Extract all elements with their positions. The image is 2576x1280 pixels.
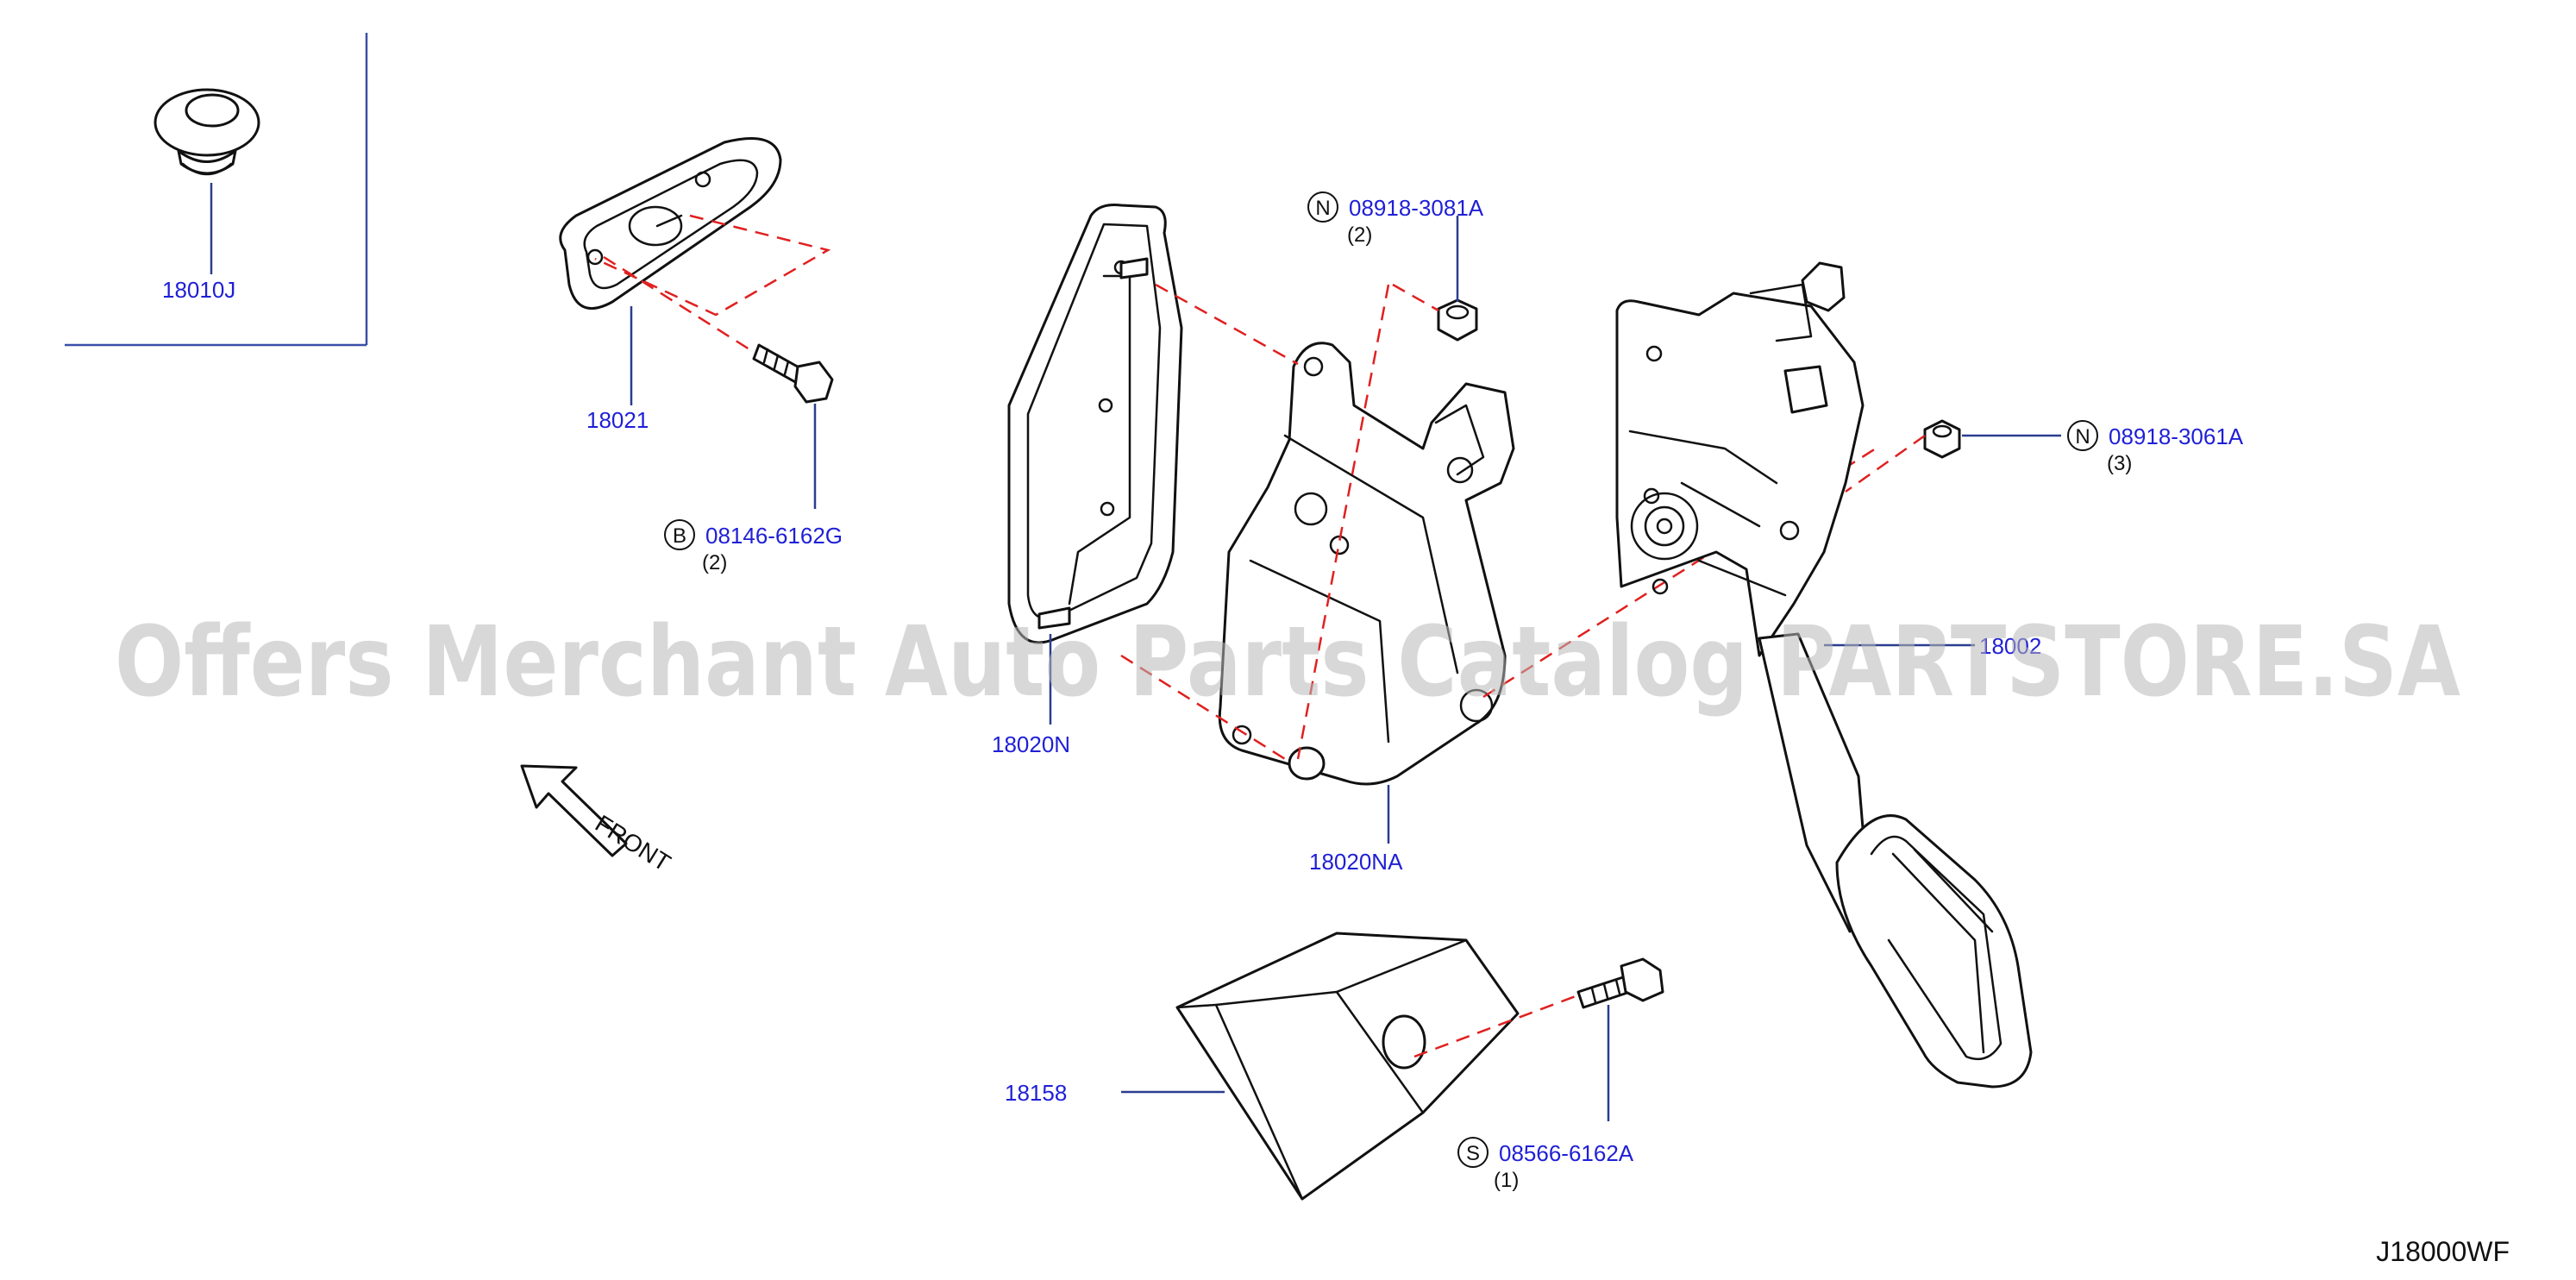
label-18020na[interactable]: 18020NA <box>1309 849 1403 875</box>
part-08918-3061a-nut[interactable] <box>1923 419 1961 459</box>
symbol-n-1: N <box>1315 197 1330 220</box>
part-18020na-bracket[interactable] <box>1218 342 1515 786</box>
fastener-symbol-circle-n2 <box>2067 420 2098 451</box>
part-18020n-plate[interactable] <box>1007 204 1183 644</box>
callout-08918-3081a: N 08918-3081A (2) <box>1307 191 1484 247</box>
qty-08918-3061a: (3) <box>2107 452 2132 475</box>
symbol-n-2: N <box>2075 425 2090 449</box>
qty-08918-3081a: (2) <box>1347 223 1372 247</box>
dash-cover-screw <box>1413 992 1583 1058</box>
watermark-text: Offers Merchant Auto Parts Catalog PARTS… <box>115 606 2460 718</box>
label-18158[interactable]: 18158 <box>1005 1080 1067 1106</box>
front-arrow-icon <box>520 764 628 857</box>
label-18002[interactable]: 18002 <box>1979 633 2041 659</box>
symbol-s: S <box>1466 1142 1480 1165</box>
part-18158-cover[interactable] <box>1175 932 1520 1201</box>
dash-plate-top <box>1155 283 1299 366</box>
qty-08146: (2) <box>702 551 727 574</box>
part-18010j-clip[interactable] <box>154 88 260 176</box>
fastener-symbol-circle-n1 <box>1307 191 1338 223</box>
diagram-code: J18000WF <box>2376 1236 2510 1267</box>
callout-08918-3061a: N 08918-3061A (3) <box>2067 420 2244 475</box>
part-08566-screw[interactable] <box>1576 957 1664 1009</box>
label-18020n[interactable]: 18020N <box>992 731 1070 757</box>
part-08918-3081a-nut[interactable] <box>1437 298 1478 342</box>
label-08146-6162g[interactable]: 08146-6162G <box>705 523 843 549</box>
label-18021[interactable]: 18021 <box>586 407 649 433</box>
dash-nut-3061a <box>1845 434 1926 493</box>
dash-bracket-diag <box>1296 284 1390 760</box>
dash-nut-3081a <box>1392 283 1439 312</box>
label-08918-3081a[interactable]: 08918-3081A <box>1349 195 1484 221</box>
symbol-b: B <box>673 524 686 548</box>
callout-08566: S 08566-6162A (1) <box>1457 1137 1634 1192</box>
label-18010j[interactable]: 18010J <box>162 277 235 303</box>
fastener-symbol-circle-b <box>664 519 695 550</box>
part-08146-bolt[interactable] <box>752 343 834 404</box>
callout-08146: B 08146-6162G (2) <box>664 519 843 574</box>
label-08918-3061a[interactable]: 08918-3061A <box>2109 424 2244 449</box>
inset-frame <box>65 33 368 347</box>
part-18021-bracket[interactable] <box>559 137 782 311</box>
fastener-symbol-circle-s <box>1457 1137 1489 1168</box>
part-18002-pedal[interactable] <box>1615 261 2033 1089</box>
label-08566-6162a[interactable]: 08566-6162A <box>1499 1140 1634 1166</box>
dash-plate-bottom <box>1120 654 1286 761</box>
dash-18021 <box>594 214 831 317</box>
qty-08566: (1) <box>1494 1169 1519 1192</box>
